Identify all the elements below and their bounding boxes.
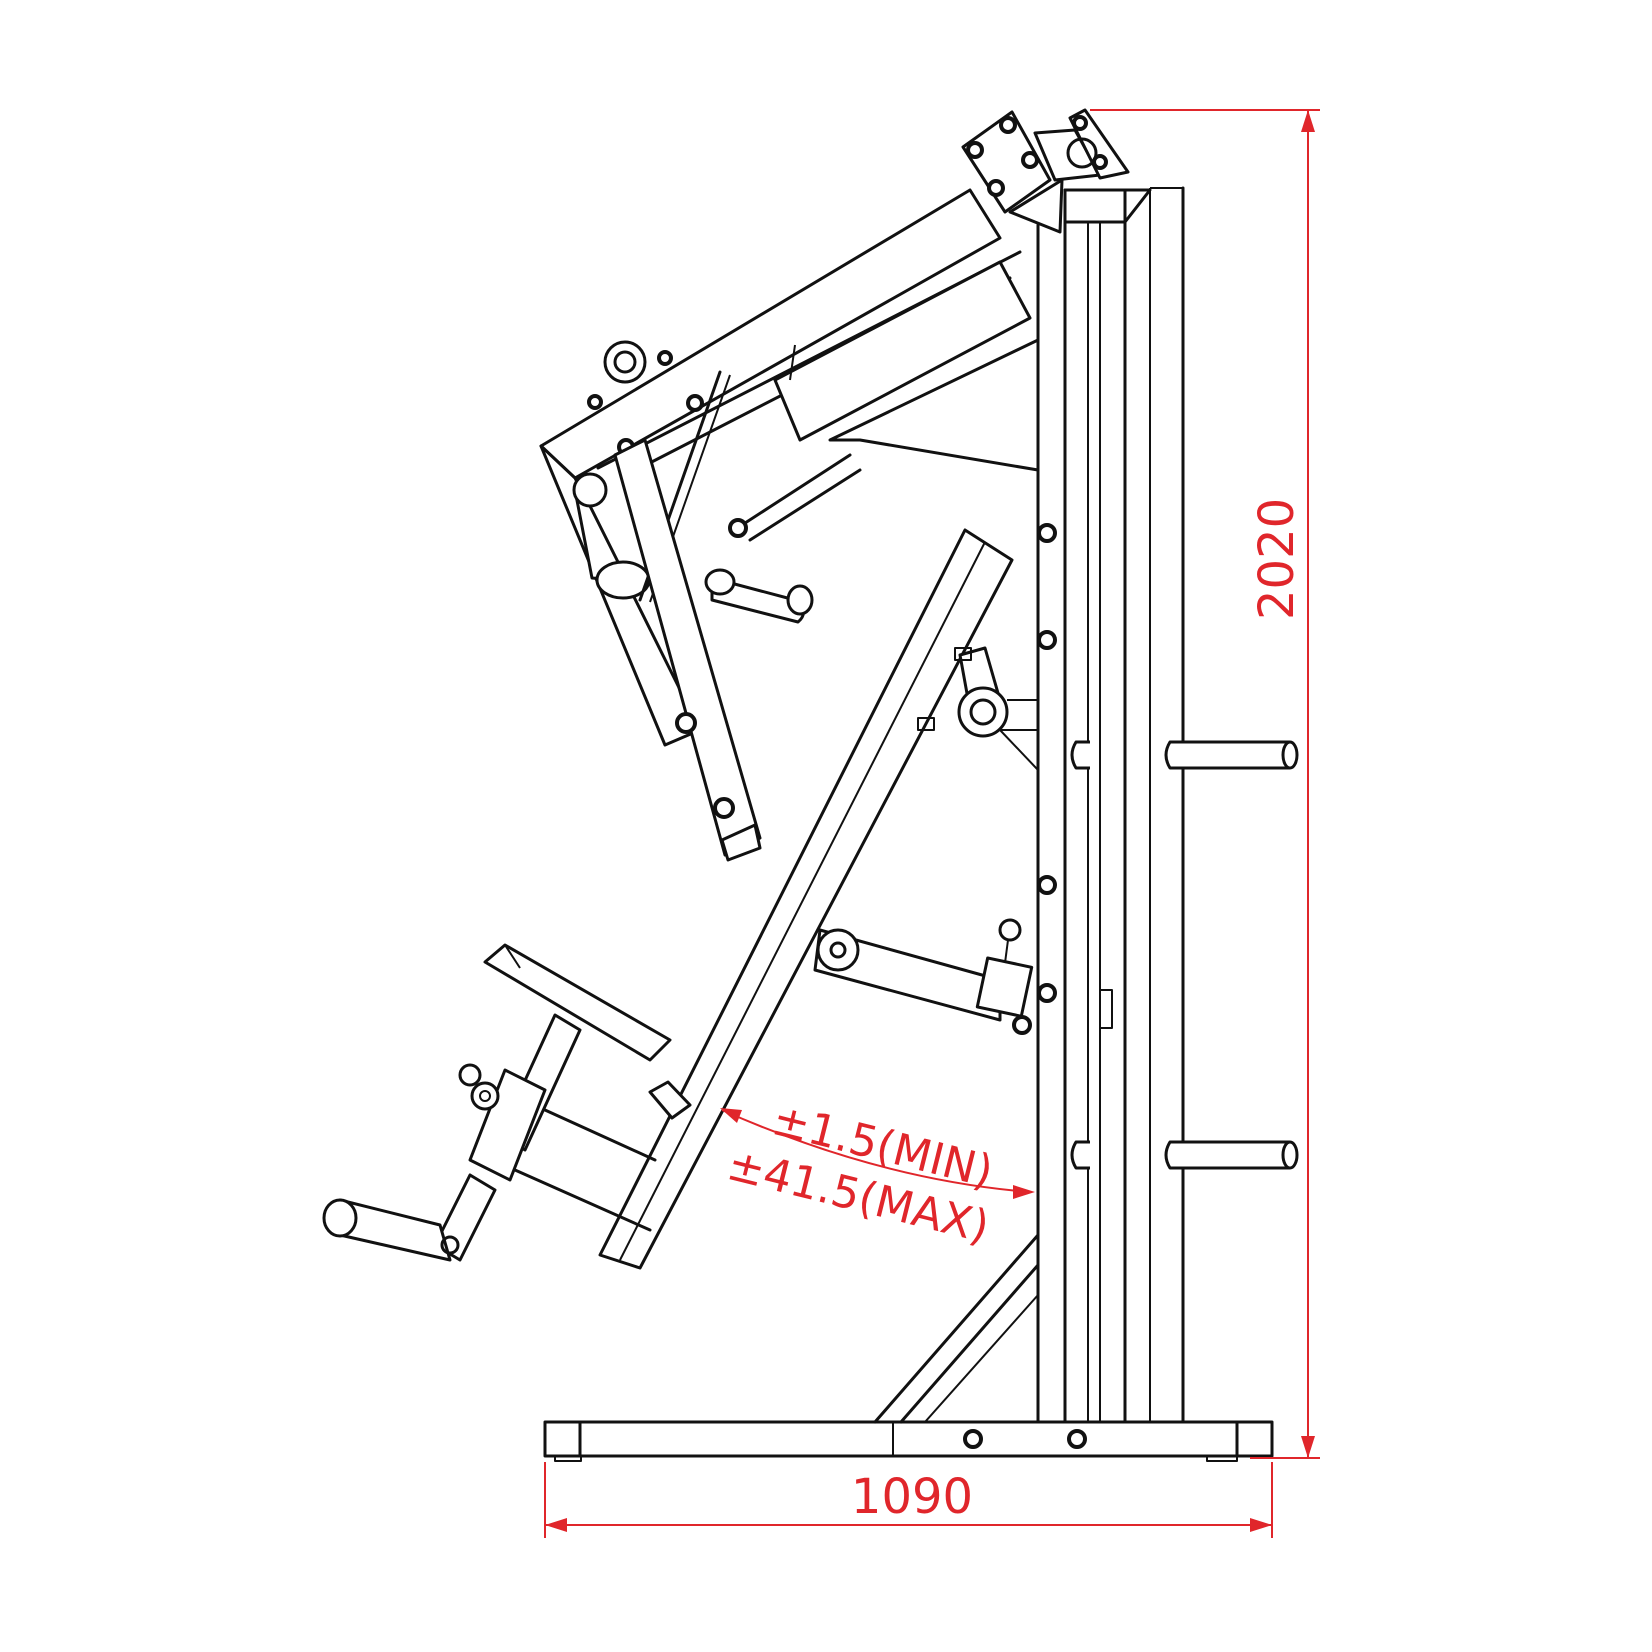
bolt-icon bbox=[1092, 154, 1108, 170]
bolt-icon bbox=[1067, 1429, 1087, 1449]
angle-dimension: ±1.5(MIN) ±41.5(MAX) bbox=[720, 1094, 1035, 1253]
hole-icon bbox=[675, 712, 697, 734]
length-dimension: 1090 bbox=[544, 1462, 1273, 1538]
top-pivot-bearing bbox=[961, 108, 1130, 234]
upright-frame bbox=[1036, 186, 1185, 1424]
adjustment-arm bbox=[613, 438, 814, 862]
foot-lever bbox=[322, 1173, 497, 1262]
bolt-icon bbox=[1072, 115, 1088, 131]
base-frame bbox=[543, 1420, 1274, 1462]
weight-horns bbox=[1070, 740, 1299, 1170]
height-value: 2020 bbox=[1249, 498, 1305, 620]
bolt-icon bbox=[587, 394, 603, 410]
bolt-icon bbox=[999, 116, 1017, 134]
bolt-icon bbox=[686, 394, 704, 412]
height-dimension: 2020 bbox=[1090, 109, 1320, 1459]
knob-icon bbox=[1012, 1015, 1032, 1035]
bolt-icon bbox=[1037, 983, 1057, 1003]
seat-support-beam bbox=[598, 528, 1039, 1270]
hole-icon bbox=[713, 797, 735, 819]
bolt-icon bbox=[1037, 630, 1057, 650]
length-value: 1090 bbox=[851, 1469, 973, 1525]
bolt-icon bbox=[1037, 523, 1057, 543]
seat-adjust-arm bbox=[813, 918, 1034, 1035]
bolt-icon bbox=[963, 1429, 983, 1449]
bolt-icon bbox=[728, 518, 748, 538]
bolt-icon bbox=[1037, 875, 1057, 895]
bolt-icon bbox=[1021, 151, 1039, 169]
seat-pad bbox=[458, 943, 672, 1232]
bolt-icon bbox=[987, 179, 1005, 197]
bolt-icon bbox=[657, 350, 673, 366]
bolt-icon bbox=[966, 141, 984, 159]
linkage-rod bbox=[728, 453, 862, 542]
back-pad bbox=[773, 260, 1040, 472]
rear-diagonal-brace bbox=[873, 1233, 1040, 1424]
